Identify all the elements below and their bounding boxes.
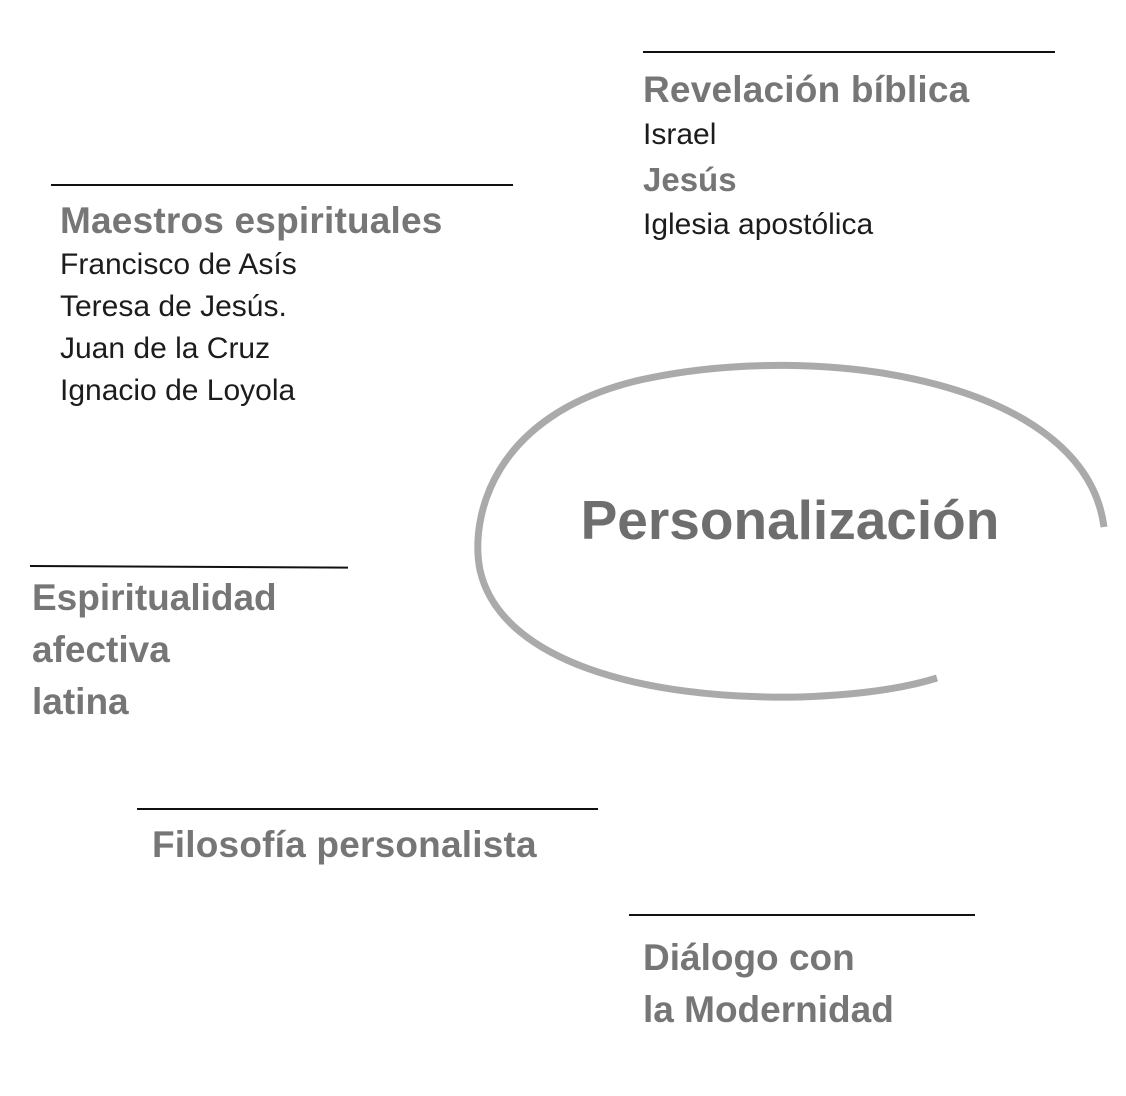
- filosofia-block: Filosofía personalista: [152, 822, 537, 868]
- filosofia-heading: Filosofía personalista: [152, 824, 537, 865]
- maestros-item-teresa: Teresa de Jesús.: [60, 290, 287, 323]
- revelacion-item-jesus: Jesús: [643, 161, 737, 198]
- maestros-item-francisco: Francisco de Asís: [60, 248, 297, 281]
- maestros-item-ignacio: Ignacio de Loyola: [60, 374, 296, 407]
- revelacion-item-israel: Israel: [643, 118, 717, 151]
- revelacion-block: Revelación bíblica Israel Jesús Iglesia …: [643, 67, 969, 247]
- revelacion-heading: Revelación bíblica: [643, 69, 970, 110]
- maestros-block: Maestros espirituales Francisco de Asís …: [60, 198, 443, 412]
- dialogo-line-2: la Modernidad: [643, 989, 894, 1030]
- espiritualidad-block: Espiritualidad afectiva latina: [32, 572, 277, 728]
- central-ring-arc: [474, 361, 1108, 701]
- center-label: Personalización: [580, 489, 1000, 551]
- maestros-item-juan: Juan de la Cruz: [60, 332, 271, 365]
- dialogo-line-1: Diálogo con: [643, 937, 855, 978]
- espiritualidad-line-2: afectiva: [32, 629, 170, 670]
- filosofia-rule: [137, 808, 598, 810]
- dialogo-rule: [629, 914, 975, 916]
- revelacion-item-iglesia: Iglesia apostólica: [643, 208, 874, 241]
- espiritualidad-line-3: latina: [32, 681, 129, 722]
- revelacion-rule: [643, 51, 1055, 53]
- dialogo-block: Diálogo con la Modernidad: [643, 932, 894, 1036]
- espiritualidad-line-1: Espiritualidad: [32, 577, 277, 618]
- maestros-heading: Maestros espirituales: [60, 200, 443, 241]
- maestros-rule: [51, 184, 513, 186]
